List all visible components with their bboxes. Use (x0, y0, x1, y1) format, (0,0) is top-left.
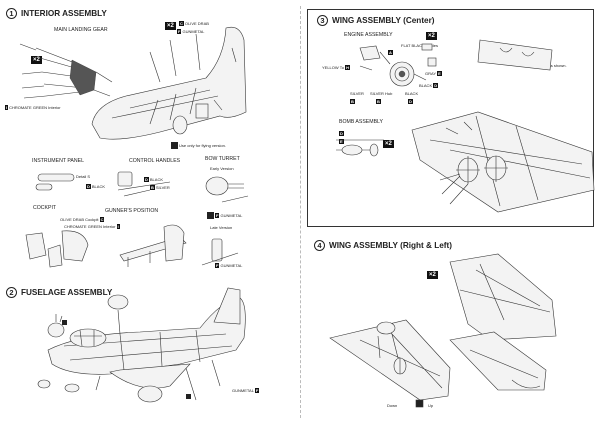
quantity-badge: ×2 (383, 140, 394, 148)
paint-callout: YELLOW To H (322, 65, 350, 70)
cockpit-drawing (25, 224, 239, 268)
section-2-title: 2 FUSELAGE ASSEMBLY (6, 287, 112, 298)
quantity-badge: ×2 (427, 271, 438, 279)
step-number: 2 (6, 287, 17, 298)
section-4-title: 4 WING ASSEMBLY (Right & Left) (314, 240, 452, 251)
detail-label: Detail S (76, 174, 91, 179)
control-handles-label: CONTROL HANDLES (129, 158, 181, 164)
wing-rl-drawing (329, 253, 557, 408)
paint-callout: SILVER (350, 91, 364, 96)
fuselage-assembly-drawing (37, 287, 246, 403)
page-divider (300, 6, 301, 418)
step-number: 4 (314, 240, 325, 251)
paint-badge: B (350, 99, 355, 104)
gunners-position-label: GUNNER'S POSITION (105, 208, 159, 214)
flying-version-note: Use only for flying version. (179, 143, 226, 148)
step-title: INTERIOR ASSEMBLY (21, 9, 107, 18)
bomb-assembly-label: BOMB ASSEMBLY (339, 119, 384, 125)
paint-badge: D (339, 131, 344, 136)
paint-badge: E (339, 139, 344, 144)
paint-callout: BLACK D (419, 83, 439, 88)
cockpit-label: COCKPIT (33, 205, 57, 211)
section-1-title: 1 INTERIOR ASSEMBLY (6, 8, 107, 19)
step-title: WING ASSEMBLY (Right & Left) (329, 241, 452, 250)
paint-badge: A (388, 50, 393, 55)
wing-center-panel (307, 9, 594, 227)
early-version-label: Early Version (210, 166, 234, 171)
down-label: Down (387, 403, 398, 408)
up-label: Up (428, 403, 434, 408)
step-number: 3 (317, 15, 328, 26)
paint-callout: CHROMATE GREEN Interior I (64, 224, 120, 229)
paint-badge: D (408, 99, 413, 104)
late-version-label: Late Version (210, 225, 233, 230)
small-parts-drawing (35, 171, 249, 219)
main-landing-gear-label: MAIN LANDING GEAR (54, 27, 108, 33)
paint-badge: B (376, 99, 381, 104)
paint-callout: SILVER Hub (370, 91, 393, 96)
engine-assembly-label: ENGINE ASSEMBLY (344, 32, 393, 38)
quantity-badge: ×2 (426, 32, 437, 40)
paint-callout: OLIVE DRAB Cockpit C (60, 217, 105, 222)
paint-callout: GUNMETAL F (232, 388, 260, 393)
paint-callout: BLACK (405, 91, 419, 96)
interior-assembly-drawing (19, 26, 247, 149)
step-title: WING ASSEMBLY (Center) (332, 16, 435, 25)
quantity-badge: ×2 (165, 22, 176, 30)
quantity-badge: ×2 (31, 56, 42, 64)
step-number: 1 (6, 8, 17, 19)
paint-callout: FLAT BLACK Blades (401, 43, 438, 48)
wing-center-drawing (336, 39, 595, 213)
step-title: FUSELAGE ASSEMBLY (21, 288, 113, 297)
section-3-title: 3 WING ASSEMBLY (Center) (317, 15, 435, 26)
paint-callout: GRAY E (425, 71, 442, 76)
instrument-panel-label: INSTRUMENT PANEL (32, 158, 84, 164)
bow-turret-label: BOW TURRET (205, 156, 240, 162)
